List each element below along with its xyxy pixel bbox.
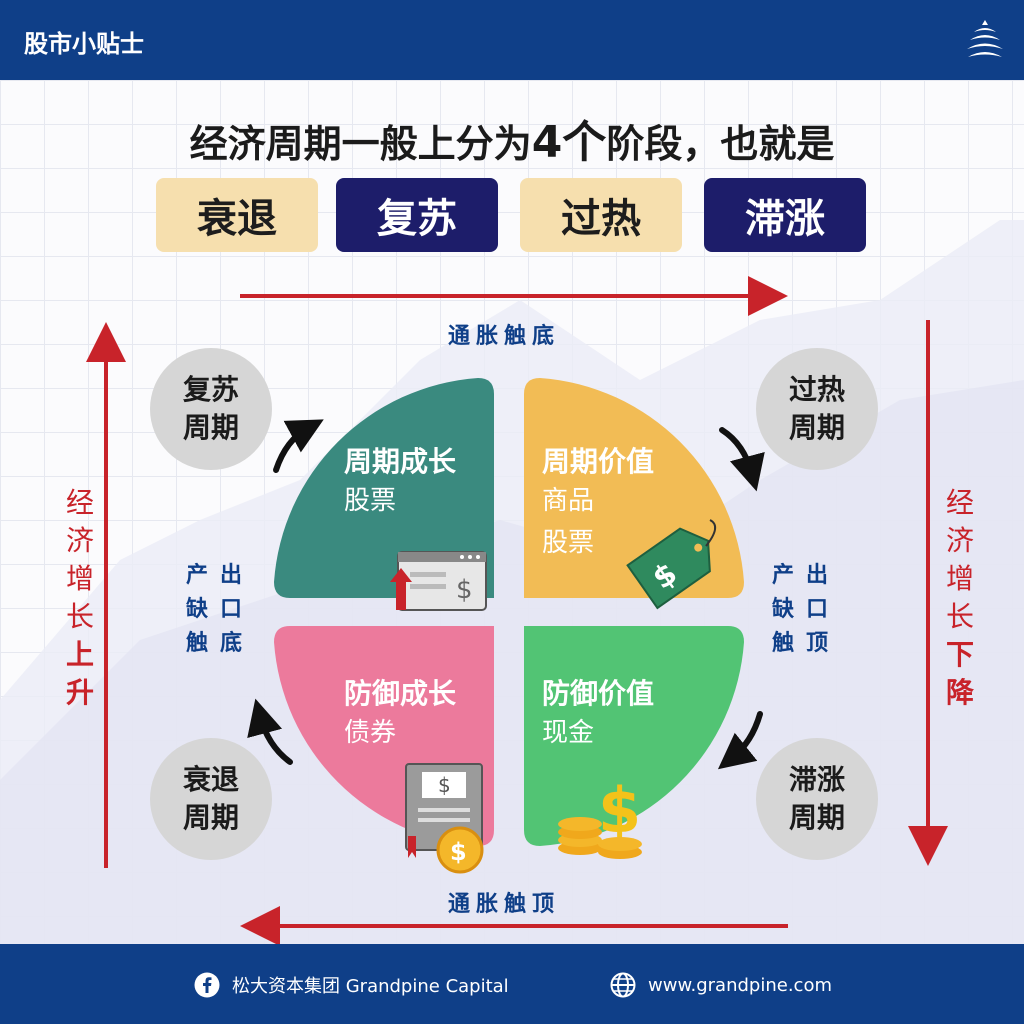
footer-company-text: 松大资本集团 Grandpine Capital bbox=[232, 976, 509, 997]
output-gap-char: 出 bbox=[219, 563, 242, 588]
headline-number: 4个 bbox=[531, 117, 607, 168]
quadrant-top-right-item: 股票 bbox=[542, 528, 595, 558]
quadrant-bottom-left-item: 债券 bbox=[344, 718, 397, 748]
stage-recession: 衰退 bbox=[156, 178, 318, 252]
label-growth-down: 经济增长 下降 bbox=[940, 484, 980, 712]
pine-tree-logo-icon bbox=[967, 20, 1003, 57]
label-growth-up: 经济增长 上升 bbox=[60, 484, 100, 712]
cycle-overheat-line1: 过热 bbox=[788, 373, 845, 406]
output-gap-char: 口 bbox=[219, 597, 242, 622]
quadrant-top-left-item: 股票 bbox=[344, 486, 397, 516]
quadrant-top-right-title: 周期价值 bbox=[542, 445, 655, 478]
label-inflation-bottom: 通胀触底 bbox=[448, 324, 561, 349]
label-growth-down-bold: 下降 bbox=[945, 638, 974, 709]
label-growth-up-bold: 上升 bbox=[65, 638, 94, 709]
quadrant-top-left-title: 周期成长 bbox=[344, 445, 457, 478]
cycle-recovery-line1: 复苏 bbox=[182, 373, 239, 406]
output-gap-char: 缺 bbox=[185, 597, 208, 622]
curved-arrow-top-right bbox=[719, 427, 765, 492]
svg-text:$: $ bbox=[438, 773, 451, 797]
curved-arrow-top-left bbox=[273, 419, 324, 473]
quadrant-bottom-right-item: 现金 bbox=[542, 718, 595, 748]
output-gap-char: 触 bbox=[185, 631, 208, 656]
output-gap-char: 顶 bbox=[805, 631, 828, 656]
quadrant-bottom-left-title: 防御成长 bbox=[344, 677, 457, 710]
headline: 经济周期一般上分为4个阶段，也就是 bbox=[0, 106, 1024, 170]
cycle-recession-line1: 衰退 bbox=[182, 763, 239, 796]
price-tag-icon: $ bbox=[626, 527, 711, 610]
curved-arrow-bottom-left bbox=[247, 698, 293, 765]
footer-bar: 松大资本集团 Grandpine Capital www.grandpine.c… bbox=[0, 944, 1024, 1024]
label-growth-down-normal: 经济增长 bbox=[945, 486, 974, 633]
output-gap-char: 底 bbox=[219, 631, 242, 656]
cycle-recession: 衰退 周期 bbox=[150, 738, 272, 860]
header-title: 股市小贴士 bbox=[24, 30, 144, 58]
quadrant-bottom-right-title: 防御价值 bbox=[542, 677, 655, 710]
facebook-icon bbox=[194, 972, 220, 998]
globe-icon bbox=[610, 972, 636, 998]
cycle-stagflation: 滞涨 周期 bbox=[756, 738, 878, 860]
stock-chart-icon: $ bbox=[390, 551, 487, 611]
dollar-coins-icon: $ bbox=[558, 774, 642, 859]
footer-company[interactable]: 松大资本集团 Grandpine Capital bbox=[194, 972, 509, 998]
svg-text:$: $ bbox=[456, 575, 473, 605]
cycle-recovery-line2: 周期 bbox=[182, 411, 239, 444]
svg-text:$: $ bbox=[598, 774, 641, 847]
svg-text:$: $ bbox=[450, 838, 467, 866]
quadrant-top-left bbox=[274, 378, 494, 598]
output-gap-char: 触 bbox=[771, 631, 794, 656]
header-bar: 股市小贴士 bbox=[0, 0, 1024, 80]
footer-website[interactable]: www.grandpine.com bbox=[610, 972, 832, 998]
cycle-overheat-line2: 周期 bbox=[788, 411, 845, 444]
label-growth-up-normal: 经济增长 bbox=[65, 486, 94, 633]
bond-certificate-icon: $ $ bbox=[405, 763, 484, 874]
label-inflation-top: 通胀触顶 bbox=[448, 892, 561, 917]
quadrant-bottom-right bbox=[524, 626, 744, 846]
output-gap-char: 缺 bbox=[771, 597, 794, 622]
stage-recovery: 复苏 bbox=[336, 178, 498, 252]
label-output-gap-bottom: 产 出 缺 口 触 底 bbox=[180, 556, 248, 658]
tag-string bbox=[705, 519, 717, 547]
output-gap-char: 口 bbox=[805, 597, 828, 622]
stage-stagflation: 滞涨 bbox=[704, 178, 866, 252]
cycle-recession-line2: 周期 bbox=[182, 801, 239, 834]
output-gap-char: 产 bbox=[771, 563, 794, 588]
footer-website-text: www.grandpine.com bbox=[648, 974, 832, 996]
cycle-stagflation-line1: 滞涨 bbox=[788, 763, 845, 796]
output-gap-char: 出 bbox=[805, 563, 828, 588]
cycle-stagflation-line2: 周期 bbox=[788, 801, 845, 834]
stage-overheat: 过热 bbox=[520, 178, 682, 252]
label-output-gap-top: 产 出 缺 口 触 顶 bbox=[766, 556, 834, 658]
output-gap-char: 产 bbox=[185, 563, 208, 588]
curved-arrow-bottom-right bbox=[717, 711, 763, 770]
headline-text-before: 经济周期一般上分为 bbox=[189, 122, 532, 166]
cycle-overheat: 过热 周期 bbox=[756, 348, 878, 470]
quadrant-top-right-item: 商品 bbox=[542, 486, 595, 516]
cycle-recovery: 复苏 周期 bbox=[150, 348, 272, 470]
headline-text-after: 阶段，也就是 bbox=[606, 122, 835, 166]
